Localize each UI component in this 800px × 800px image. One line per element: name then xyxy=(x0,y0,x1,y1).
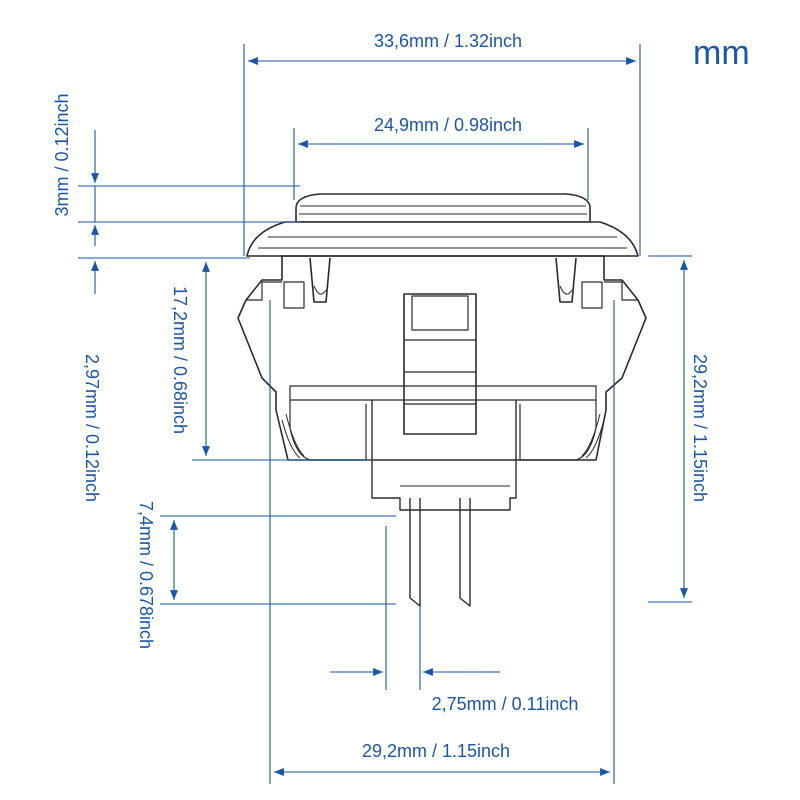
unit-label: mm xyxy=(693,34,750,72)
button-width-label: 24,9mm / 0.98inch xyxy=(374,115,522,135)
right-terminal xyxy=(459,498,471,607)
cap-height-label: 3mm / 0.12inch xyxy=(52,93,72,216)
dimension-lines xyxy=(78,44,692,784)
terminal-length-label: 7,4mm / 0.678inch xyxy=(136,501,156,649)
upper-body-height-label: 17,2mm / 0.68inch xyxy=(170,286,190,434)
overall-width-label: 33,6mm / 1.32inch xyxy=(374,31,522,51)
switch-outline xyxy=(237,193,647,607)
terminal-pitch-label: 2,75mm / 0.11inch xyxy=(432,694,579,714)
micro-switch xyxy=(371,400,517,511)
right-latch xyxy=(555,257,577,303)
body-housing xyxy=(237,255,647,461)
button-cap xyxy=(295,193,591,223)
plunger xyxy=(403,293,477,435)
left-latch xyxy=(309,257,331,303)
body-width-label: 29,2mm / 1.15inch xyxy=(362,741,510,761)
flange-gap-label: 2,97mm / 0.12inch xyxy=(82,354,102,502)
body-height-label: 29,2mm / 1.15inch xyxy=(690,354,710,502)
left-terminal xyxy=(409,498,421,607)
bezel-flange xyxy=(246,221,639,257)
